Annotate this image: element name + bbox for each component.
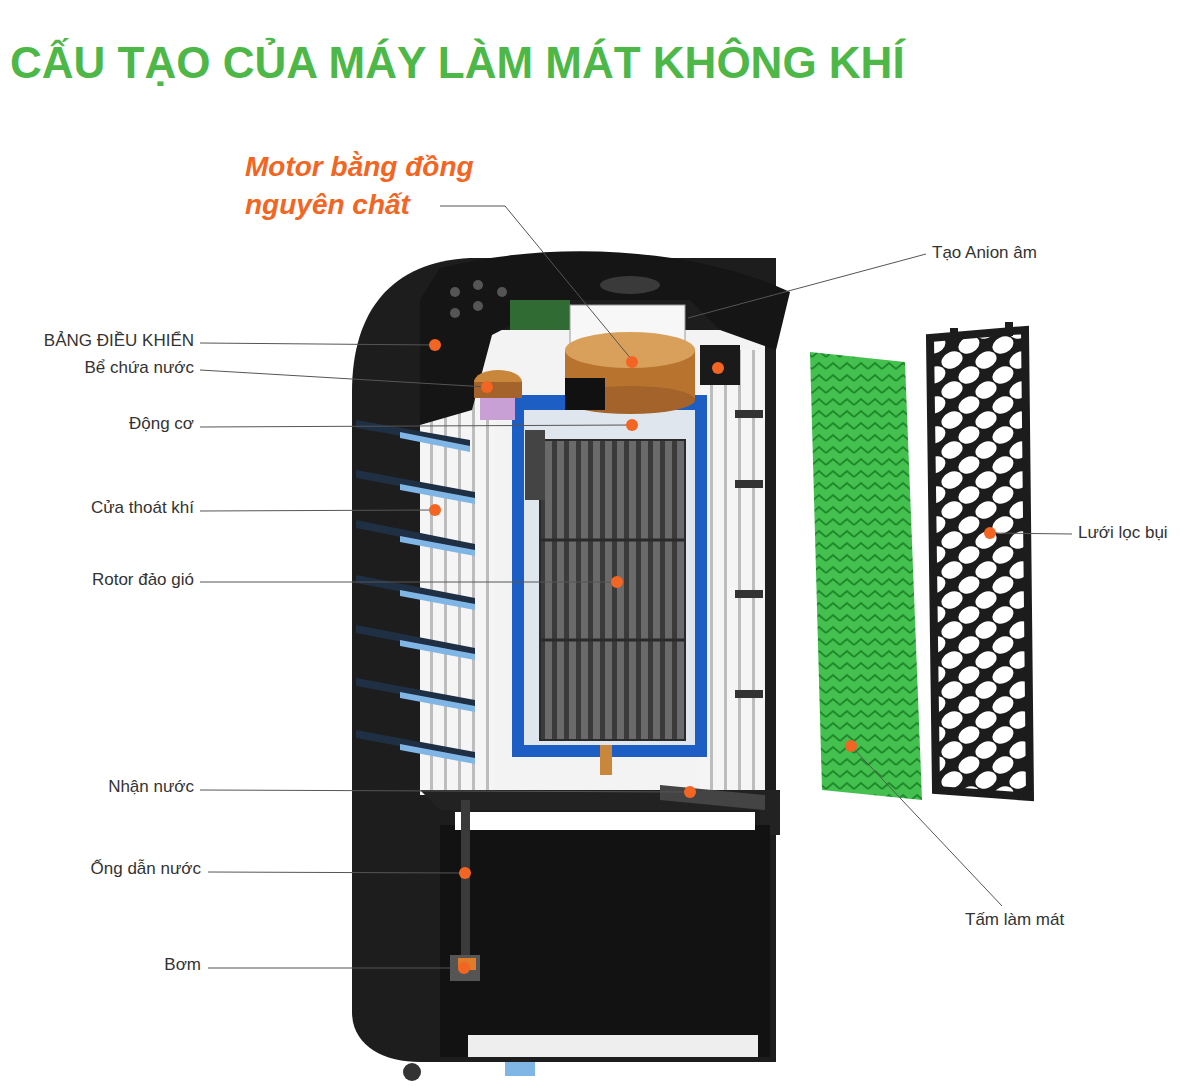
part-label: Lưới lọc bụi [1078,523,1168,543]
part-label: Tấm làm mát [965,910,1064,930]
part-label: BẢNG ĐIỀU KHIỂN [44,331,194,351]
part-label: Ống dẫn nước [91,859,201,879]
part-label: Rotor đảo gió [92,570,194,590]
feature-callout: Motor bằng đồng nguyên chất [245,148,530,224]
part-label: Tạo Anion âm [932,243,1037,263]
leader-lines [200,206,1072,968]
part-label: Động cơ [129,414,194,434]
part-label: Cửa thoát khí [91,498,194,518]
part-label: Bơm [164,955,201,975]
diagram-title: CẤU TẠO CỦA MÁY LÀM MÁT KHÔNG KHÍ [10,38,905,88]
part-label: Bể chứa nước [84,358,194,378]
part-label: Nhận nước [108,777,194,797]
callout-dots [429,339,996,974]
